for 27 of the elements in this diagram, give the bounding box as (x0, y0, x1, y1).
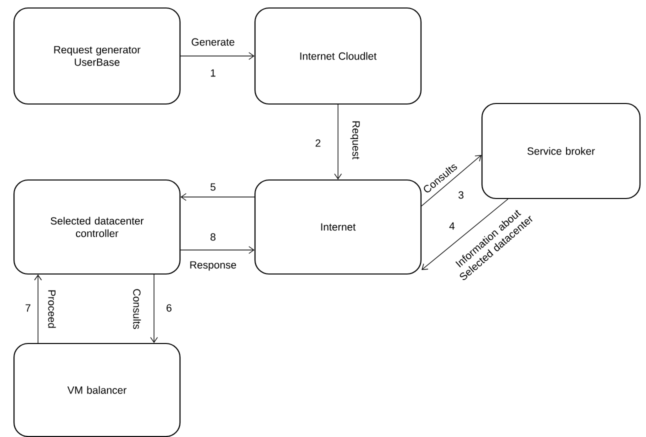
step-number: 4 (449, 222, 455, 230)
arrow (34, 274, 42, 344)
arrow (180, 193, 255, 201)
process-box: Internet Cloudlet (254, 7, 422, 105)
step-number: 6 (166, 304, 172, 312)
arrow (422, 198, 508, 270)
edge-label: Generate (190, 37, 236, 47)
arrow (180, 246, 254, 254)
edge-label: Proceed (47, 288, 57, 330)
step-number: 8 (210, 233, 216, 241)
process-box: VM balancer (13, 342, 181, 437)
process-box: Service broker (481, 102, 641, 200)
process-box: Request generator UserBase (13, 7, 181, 105)
step-number: 2 (316, 139, 320, 147)
process-box: Selected datacenter controller (13, 179, 181, 275)
step-number: 3 (458, 191, 464, 199)
step-number: 5 (210, 183, 216, 191)
edge-label: Request (349, 120, 361, 160)
step-number: 7 (26, 304, 30, 312)
arrow (150, 274, 158, 343)
edge-label: Consults (132, 288, 142, 330)
process-box: Internet (254, 179, 422, 275)
edge-label: Response (188, 260, 238, 272)
arrow (180, 52, 254, 60)
step-number: 1 (210, 69, 216, 77)
arrow (421, 155, 482, 206)
arrow (334, 104, 342, 180)
